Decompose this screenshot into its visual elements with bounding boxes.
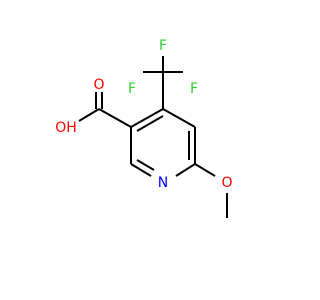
bond-ring-c4-c5 [162,108,196,128]
atom-fluorine-left: F [128,81,136,97]
bond-carboxyl-oh [78,108,100,122]
atom-methoxy-oxygen: O [221,175,232,191]
bond-ring-c6-n1 [175,163,196,177]
atom-carbonyl-oxygen: O [93,77,104,93]
bond-ring-inner-n1-c2 [136,159,155,171]
atom-ring-nitrogen: N [158,175,168,191]
atom-fluorine-right: F [190,81,198,97]
bond-ring-c3-c4 [130,108,164,128]
structure-diagram: O OH N O F F F [55,38,233,218]
structure-canvas: O OH N O F F F [55,38,233,218]
bond-c6-o-methoxy [194,163,216,177]
atom-hydroxyl-oxygen: OH [55,120,77,136]
bond-ring-inner-c3-c4 [136,115,164,132]
atom-fluorine-top: F [159,38,167,54]
bond-c3-carboxyl [98,108,132,128]
bond-ring-n1-c2 [130,163,152,177]
